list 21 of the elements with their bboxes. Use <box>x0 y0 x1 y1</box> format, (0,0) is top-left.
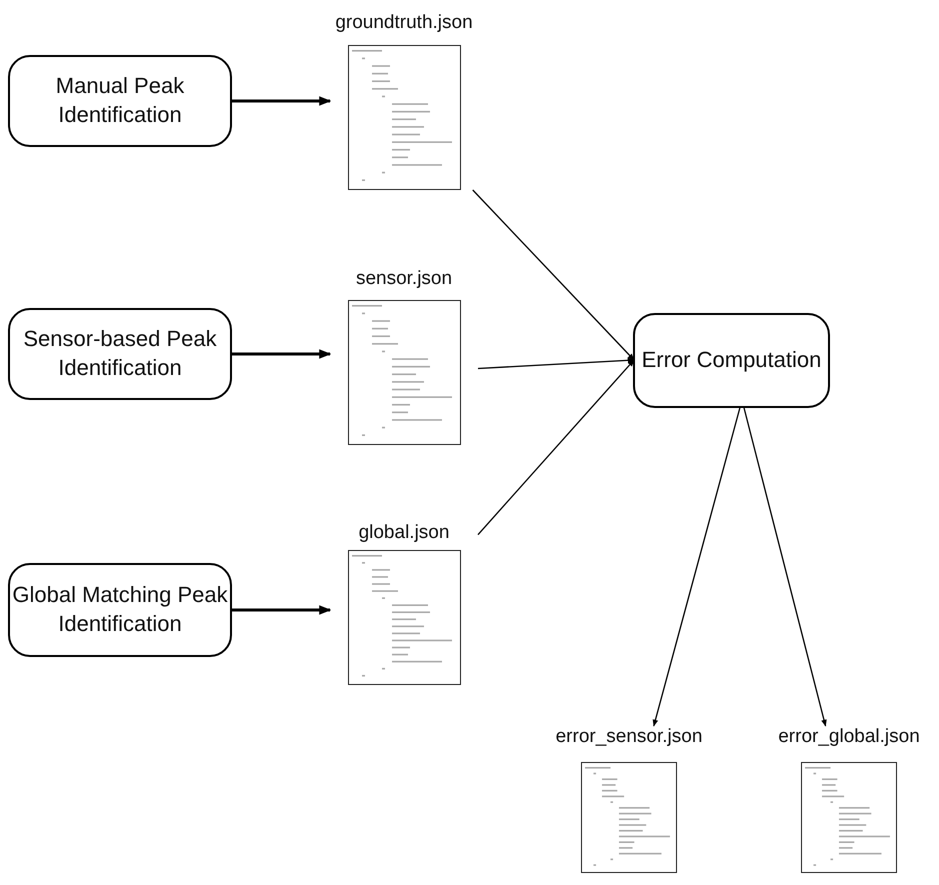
arrow <box>478 358 635 370</box>
arrow <box>232 605 332 615</box>
arrow <box>232 349 332 359</box>
file-name-caption: global.json <box>358 522 450 544</box>
process-label: Manual Peak Identification <box>54 72 186 129</box>
arrow <box>478 359 634 536</box>
arrow <box>472 190 634 360</box>
file-name-caption: error_global.json <box>777 726 921 748</box>
process-label: Sensor-based Peak Identification <box>22 325 218 382</box>
process-label: Global Matching Peak Identification <box>11 581 229 638</box>
file-name-caption: groundtruth.json <box>334 12 474 34</box>
file-name-caption: sensor.json <box>354 268 454 290</box>
process-box <box>8 55 232 147</box>
process-box <box>633 313 830 408</box>
process-box <box>8 563 232 657</box>
file-name-caption: error_sensor.json <box>554 726 704 748</box>
process-label: Error Computation <box>642 346 822 374</box>
arrow <box>232 96 332 106</box>
arrow <box>743 408 827 727</box>
process-box <box>8 308 232 400</box>
arrow <box>652 408 740 727</box>
